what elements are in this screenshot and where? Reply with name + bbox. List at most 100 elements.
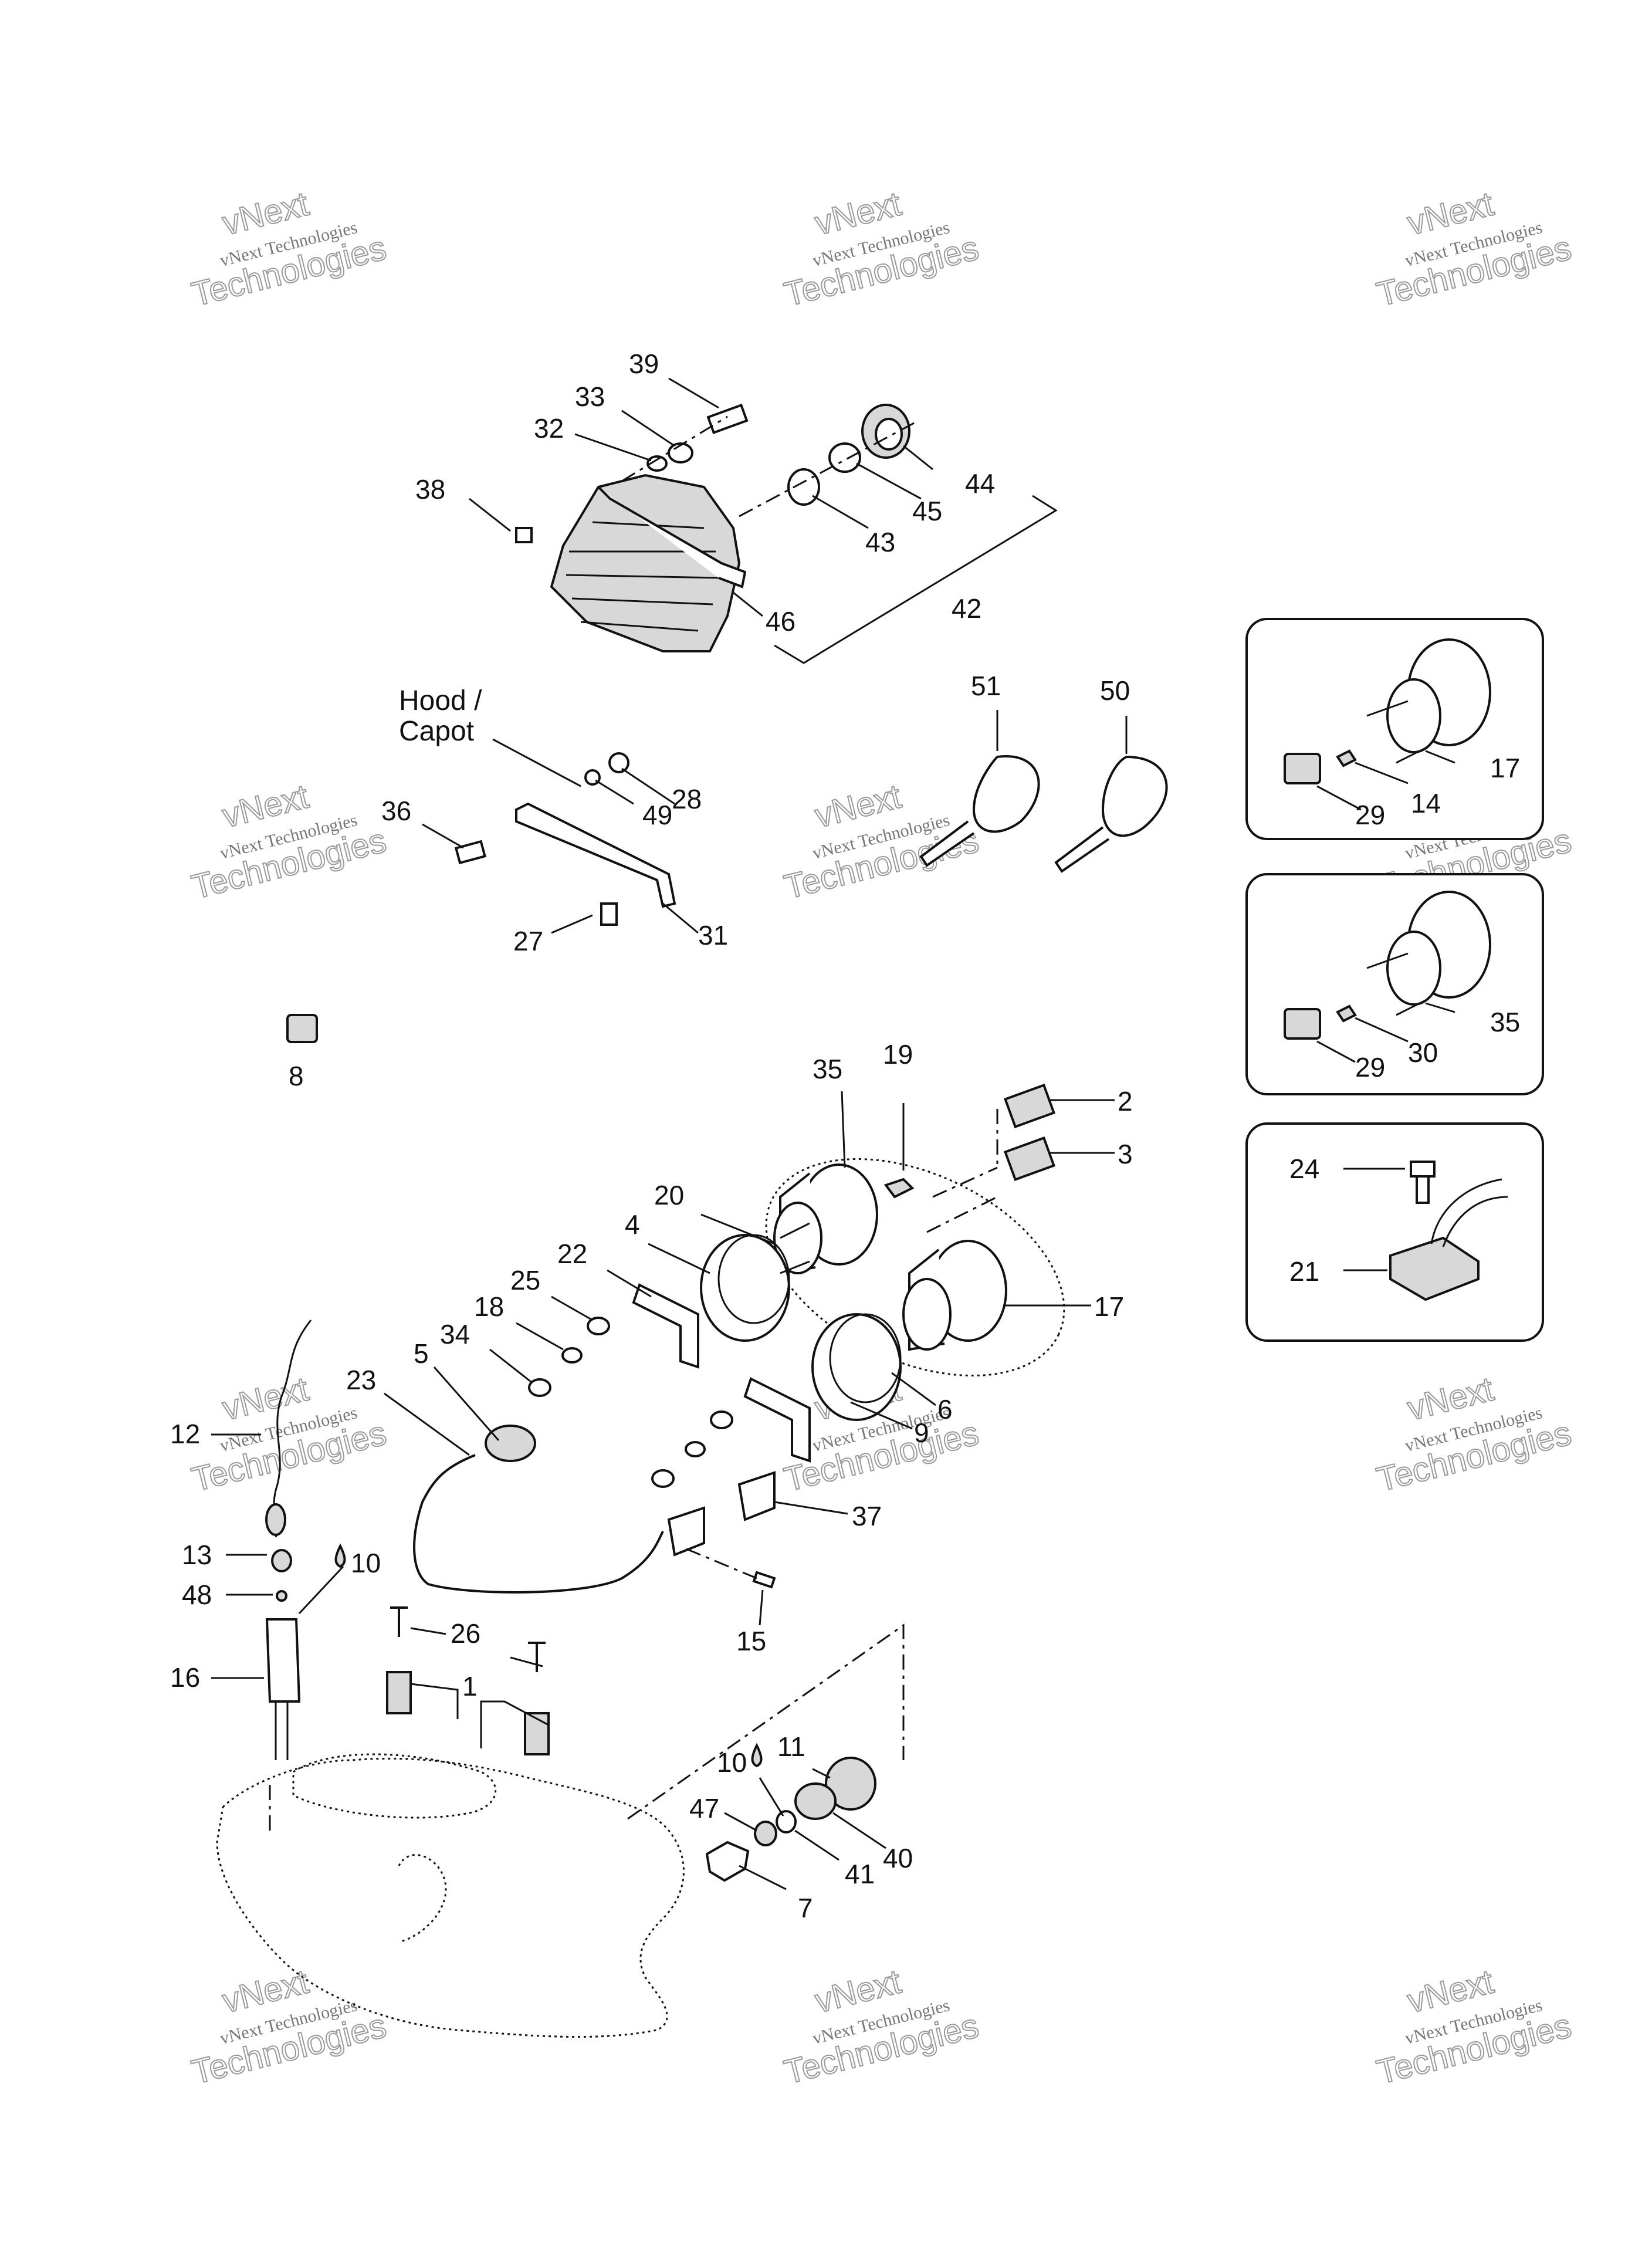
label-18: 18 xyxy=(474,1291,504,1322)
label-26: 26 xyxy=(451,1618,480,1649)
label-20: 20 xyxy=(654,1180,684,1210)
screw-15 xyxy=(752,1571,776,1589)
cable-tie-50 xyxy=(1101,755,1168,837)
label-47: 47 xyxy=(689,1793,719,1824)
label-31: 31 xyxy=(698,920,728,950)
watermark: vNext vNext Technologies Technologies xyxy=(1372,1369,1575,1500)
label-1: 1 xyxy=(462,1671,478,1701)
label-49: 49 xyxy=(642,800,672,830)
inset-gauge-35-back xyxy=(1386,931,1441,1006)
ignition-switch xyxy=(269,1623,905,1882)
watermark: vNext vNext Technologies Technologies xyxy=(187,1962,390,2092)
screw-axis xyxy=(686,1548,757,1579)
harness-23 xyxy=(413,1454,664,1594)
screw-26b xyxy=(528,1642,546,1672)
label-27: 27 xyxy=(513,926,543,956)
hood-outline xyxy=(216,1757,685,2038)
nut-34b xyxy=(651,1469,675,1488)
bracket-22b xyxy=(743,1377,811,1463)
label-30: 30 xyxy=(1408,1037,1438,1068)
label-7: 7 xyxy=(798,1893,813,1923)
watermark: vNext vNext Technologies Technologies xyxy=(187,777,390,907)
headlight-assembly xyxy=(515,404,1058,664)
left-components xyxy=(265,1320,346,1760)
bracket-42 xyxy=(774,495,1058,664)
label-17-inset: 17 xyxy=(1490,753,1520,783)
grommet-47 xyxy=(754,1821,777,1846)
washer-25b xyxy=(710,1410,733,1429)
gasket-4 xyxy=(700,1234,790,1342)
headlight-bracket xyxy=(597,486,747,588)
inset-terminal-30 xyxy=(1336,1004,1357,1023)
label-50: 50 xyxy=(1100,675,1130,706)
cable-ties xyxy=(919,755,1168,873)
glow-plug-16-tip xyxy=(275,1701,289,1760)
label-48: 48 xyxy=(182,1579,212,1610)
inset-gauge-17-studs xyxy=(1366,700,1426,764)
label-42: 42 xyxy=(952,593,981,624)
bolt-39 xyxy=(706,404,749,434)
label-24: 24 xyxy=(1289,1153,1319,1184)
drop-icon-10b xyxy=(751,1743,763,1768)
label-8: 8 xyxy=(289,1061,304,1091)
headlight-lens-hatch xyxy=(566,521,722,632)
clip-38 xyxy=(515,527,533,543)
label-9: 9 xyxy=(914,1418,929,1448)
switch-2 xyxy=(1003,1083,1056,1129)
nut-32 xyxy=(646,455,668,472)
label-29-inset1: 29 xyxy=(1355,800,1385,830)
label-13: 13 xyxy=(182,1540,212,1570)
gauge-35-back xyxy=(773,1202,822,1274)
clip-8 xyxy=(286,1014,318,1043)
inset-regulator-wires xyxy=(1430,1178,1508,1247)
label-16: 16 xyxy=(170,1662,200,1693)
watermark: vNext vNext Technologies Technologies xyxy=(187,184,390,314)
label-23: 23 xyxy=(346,1365,376,1395)
label-33: 33 xyxy=(575,381,605,412)
inset-box-2 xyxy=(1245,873,1544,1095)
hood-curve xyxy=(398,1854,447,1943)
label-15: 15 xyxy=(736,1626,766,1656)
cap-13 xyxy=(271,1549,292,1572)
gauge-cluster xyxy=(413,1083,1065,1594)
bulb-holder-5 xyxy=(485,1425,536,1462)
inset-terminal-14 xyxy=(1336,749,1357,767)
inset-gauge-35-studs xyxy=(1366,952,1426,1016)
gasket-9-inner xyxy=(829,1313,902,1403)
retainer-45 xyxy=(828,442,861,473)
inset-box-3-frame xyxy=(1245,1122,1544,1342)
nut-28 xyxy=(608,752,629,773)
bulb-19 xyxy=(883,1178,915,1199)
switch-axis xyxy=(926,1109,998,1233)
switch-3 xyxy=(1003,1136,1056,1182)
hood-label-line2: Capot xyxy=(399,716,474,747)
label-2: 2 xyxy=(1118,1086,1133,1117)
nut-34 xyxy=(528,1378,551,1397)
watermark: vNext vNext Technologies Technologies xyxy=(780,184,983,314)
inset-box-3 xyxy=(1245,1122,1544,1342)
connector-12 xyxy=(265,1503,286,1536)
label-11: 11 xyxy=(777,1731,805,1762)
switch-1b xyxy=(524,1712,550,1755)
label-43: 43 xyxy=(865,527,895,557)
label-39: 39 xyxy=(629,349,659,379)
label-35-main: 35 xyxy=(813,1054,842,1084)
headlight-housing xyxy=(550,473,741,652)
clamp-37 xyxy=(737,1471,776,1521)
label-12: 12 xyxy=(170,1419,200,1449)
label-3: 3 xyxy=(1118,1139,1133,1169)
switch-group xyxy=(386,1606,550,1755)
label-5: 5 xyxy=(414,1338,429,1369)
clamp-37b xyxy=(667,1506,705,1557)
label-22: 22 xyxy=(557,1239,587,1269)
boot-44-inner xyxy=(875,418,903,451)
label-4: 4 xyxy=(625,1209,640,1240)
nut-11 xyxy=(825,1757,876,1811)
washer-18 xyxy=(561,1347,583,1364)
callout-labels: 39 33 32 38 44 45 43 46 42 Hood / Capot … xyxy=(170,349,1520,1923)
label-17-main: 17 xyxy=(1094,1291,1124,1322)
label-29-inset2: 29 xyxy=(1355,1052,1385,1082)
glow-plug-16 xyxy=(265,1618,301,1703)
label-41: 41 xyxy=(845,1859,875,1889)
